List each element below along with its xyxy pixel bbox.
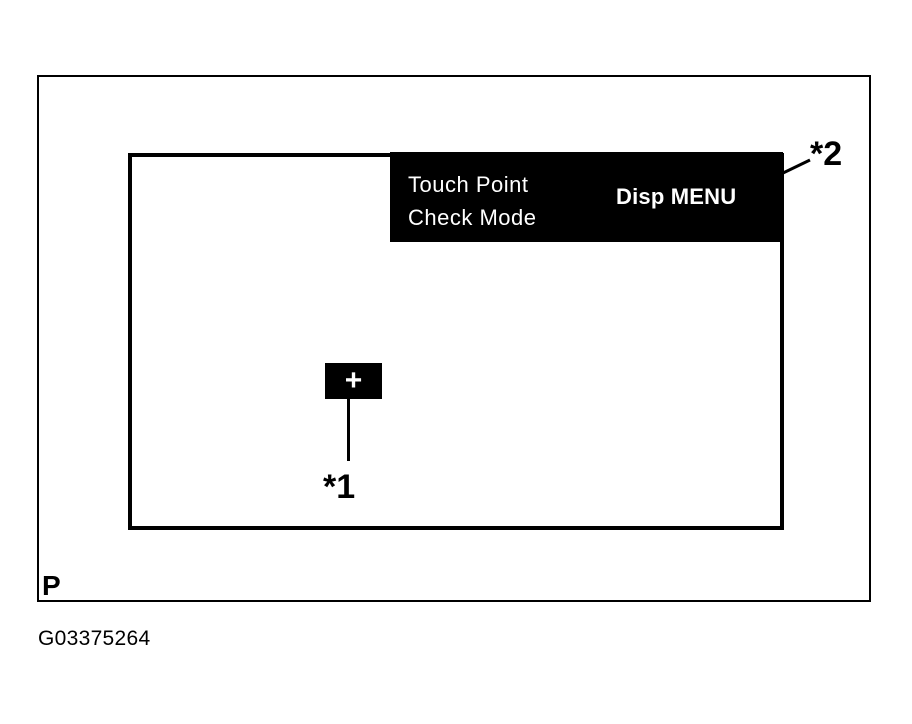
mode-title-line-2: Check Mode xyxy=(408,205,537,230)
figure-id: G03375264 xyxy=(38,627,151,650)
mode-title: Touch Point Check Mode xyxy=(408,168,537,234)
outer-frame xyxy=(37,75,871,602)
callout-1-leader-line xyxy=(347,399,350,461)
plus-crosshair-icon[interactable]: + xyxy=(325,363,382,399)
screen-header-bar: Touch Point Check Mode Disp MENU xyxy=(390,152,783,242)
mode-title-line-1: Touch Point xyxy=(408,172,529,197)
callout-1-label: *1 xyxy=(323,468,356,506)
corner-label: P xyxy=(42,570,61,601)
disp-menu-button[interactable]: Disp MENU xyxy=(616,184,737,209)
callout-2-label: *2 xyxy=(810,135,843,173)
